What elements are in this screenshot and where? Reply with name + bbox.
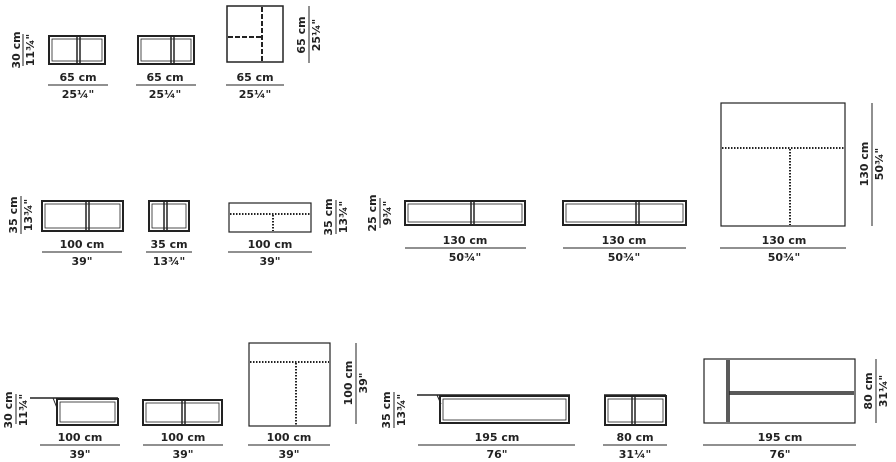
row2-unit-3-depth-cm: 35 cm <box>322 198 335 235</box>
row3-unit-6-width-cm: 195 cm <box>758 431 803 444</box>
row3-unit-5-width-cm: 80 cm <box>616 431 653 444</box>
row2-unit-6-plan: 130 cm 50¾" 130 cm 50¾" <box>720 102 886 264</box>
row2-unit-3-depth-in: 13¾" <box>337 201 350 233</box>
row3-unit-3-plan: 100 cm 39" 100 cm 39" <box>248 342 370 461</box>
row2-unit-6-width-cm: 130 cm <box>762 234 807 247</box>
row3-unit-2-width-in: 39" <box>172 448 193 461</box>
row3-unit-3-width-cm: 100 cm <box>267 431 312 444</box>
row3-unit-2-width-cm: 100 cm <box>161 431 206 444</box>
row2-unit-6-depth-in: 50¾" <box>873 148 886 180</box>
row1-height-cm: 30 cm <box>10 31 23 68</box>
row3-unit-5: 80 cm 31¼" <box>603 394 667 461</box>
row3-unit-3-width-in: 39" <box>278 448 299 461</box>
row2-unit-5-width-in: 50¾" <box>608 251 640 264</box>
row2-unit-2-width-in: 13¾" <box>153 255 185 268</box>
row2-unit-4: 130 cm 50¾" <box>404 200 526 264</box>
row2-unit-4-width-cm: 130 cm <box>443 234 488 247</box>
row3-height-label-b: 35 cm 13¾" <box>380 391 408 428</box>
row2-unit-3-width-in: 39" <box>259 255 280 268</box>
row3-unit-6-plan: 195 cm 76" 80 cm 31¼" <box>703 358 890 461</box>
row1-height-label: 30 cm 11¾" <box>10 31 37 68</box>
row1-unit-2: 65 cm 25¼" <box>136 35 196 101</box>
row3-unit-1: 100 cm 39" <box>30 397 120 461</box>
row3-height-cm: 30 cm <box>2 391 15 428</box>
row2-unit-3-plan: 100 cm 39" 35 cm 13¾" <box>228 198 350 268</box>
row3-unit-4-width-in: 76" <box>486 448 507 461</box>
row1-unit-3-depth-cm: 65 cm <box>295 16 308 53</box>
row2-height-label: 35 cm 13¾" <box>7 196 35 234</box>
row3-unit-2: 100 cm 39" <box>142 399 223 461</box>
row1-unit-1-width-cm: 65 cm <box>59 71 96 84</box>
row1-unit-1-width-in: 25¼" <box>62 88 94 101</box>
row1-unit-1: 65 cm 25¼" <box>48 35 108 101</box>
row3-unit-6-depth-in: 31¼" <box>877 375 890 407</box>
row3-unit-4-width-cm: 195 cm <box>475 431 520 444</box>
row3-height-in: 11¾" <box>17 394 30 426</box>
row1-unit-3-plan: 65 cm 25¼" 65 cm 25¼" <box>226 5 323 101</box>
row2-unit-2: 35 cm 13¾" <box>146 200 192 268</box>
row2-unit-4-width-in: 50¾" <box>449 251 481 264</box>
row2-unit-1-width-in: 39" <box>71 255 92 268</box>
row3-unit-4: 195 cm 76" <box>417 394 575 461</box>
row3-unit-5-width-in: 31¼" <box>619 448 651 461</box>
row2-height-b-cm: 25 cm <box>366 194 379 231</box>
row2-height-in: 13¾" <box>22 199 35 231</box>
row2-unit-5-width-cm: 130 cm <box>602 234 647 247</box>
row1-unit-3-width-cm: 65 cm <box>236 71 273 84</box>
row3-unit-3-depth-cm: 100 cm <box>342 361 355 406</box>
row2-height-label-b: 25 cm 9¾" <box>366 194 394 231</box>
row1-height-in: 11¾" <box>24 34 37 66</box>
row1-unit-2-width-cm: 65 cm <box>146 71 183 84</box>
row3-height-label: 30 cm 11¾" <box>2 391 30 428</box>
row2-unit-6-width-in: 50¾" <box>768 251 800 264</box>
row2-height-b-in: 9¾" <box>381 201 394 226</box>
row3-unit-6-width-in: 76" <box>769 448 790 461</box>
row1-unit-2-width-in: 25¼" <box>149 88 181 101</box>
row2-height-cm: 35 cm <box>7 196 20 233</box>
row2-unit-1: 100 cm 39" <box>41 200 124 268</box>
row2-unit-1-width-cm: 100 cm <box>60 238 105 251</box>
row3-unit-3-depth-in: 39" <box>357 372 370 393</box>
row2-unit-2-width-cm: 35 cm <box>150 238 187 251</box>
row3-height-b-cm: 35 cm <box>380 391 393 428</box>
row3-height-b-in: 13¾" <box>395 394 408 426</box>
row2-unit-5: 130 cm 50¾" <box>562 200 687 264</box>
row1-unit-3-depth-in: 25¼" <box>310 19 323 51</box>
row3-unit-1-width-cm: 100 cm <box>58 431 103 444</box>
row1-unit-3-width-in: 25¼" <box>239 88 271 101</box>
row2-unit-6-depth-cm: 130 cm <box>858 142 871 187</box>
row3-unit-6-depth-cm: 80 cm <box>862 372 875 409</box>
row2-unit-3-width-cm: 100 cm <box>248 238 293 251</box>
row3-unit-1-width-in: 39" <box>69 448 90 461</box>
